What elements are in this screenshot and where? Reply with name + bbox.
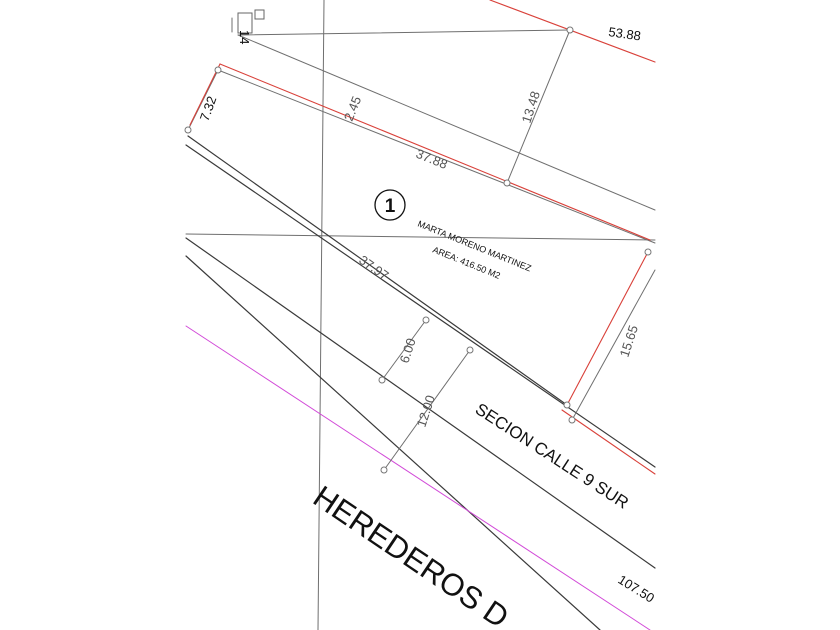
street-line-3 [185, 255, 601, 630]
dimension-section-12: 12.00 [414, 393, 438, 429]
dimension-top-width: 13.48 [519, 89, 543, 125]
node [380, 466, 388, 474]
node [568, 416, 576, 424]
lot-south-boundary [187, 135, 568, 406]
node [422, 316, 430, 324]
node [503, 179, 511, 187]
node [566, 26, 574, 34]
street-line-2 [185, 237, 656, 569]
dimension-line-13-48 [506, 29, 571, 184]
magenta-boundary-line [185, 325, 651, 630]
vertical-reference-line [317, 0, 325, 630]
street-line-1 [185, 144, 656, 468]
corner-marker-box [237, 12, 253, 34]
dimension-bottom-right: 107.50 [615, 572, 657, 606]
dimension-top-right: 53.88 [608, 24, 642, 43]
lot-number-circle [374, 189, 406, 221]
node [563, 401, 571, 409]
dimension-east-side: 15.65 [617, 323, 641, 359]
dimension-left-edge: 7.32 [197, 94, 220, 123]
node [184, 126, 192, 134]
top-gray-line [237, 29, 571, 36]
node [214, 66, 222, 74]
dimension-corner: 14 [237, 30, 252, 44]
horizontal-reference-line [185, 233, 656, 241]
dimension-section-6: 6.00 [397, 336, 419, 365]
lot-east-red-edge [566, 251, 649, 406]
east-dimension-line [571, 269, 656, 421]
dimension-north-side: 37.88 [414, 146, 450, 172]
neighbor-label: HEREDEROS D [307, 479, 515, 630]
lot-north-red-boundary [219, 63, 651, 241]
dimension-left-short: 2.45 [341, 94, 364, 123]
lot-north-boundary [217, 69, 656, 244]
node [466, 346, 474, 354]
dimension-south-side: 37.97 [356, 252, 391, 283]
corner-marker-small-box [254, 9, 265, 20]
dimension-line-6-00 [381, 319, 427, 381]
lot-west-red-edge [189, 63, 221, 126]
lot-number: 1 [385, 196, 396, 217]
street-red-line [561, 409, 656, 475]
dimension-line-12-00 [383, 349, 471, 471]
node [644, 248, 652, 256]
upper-diagonal-line [237, 34, 656, 211]
node [378, 376, 386, 384]
